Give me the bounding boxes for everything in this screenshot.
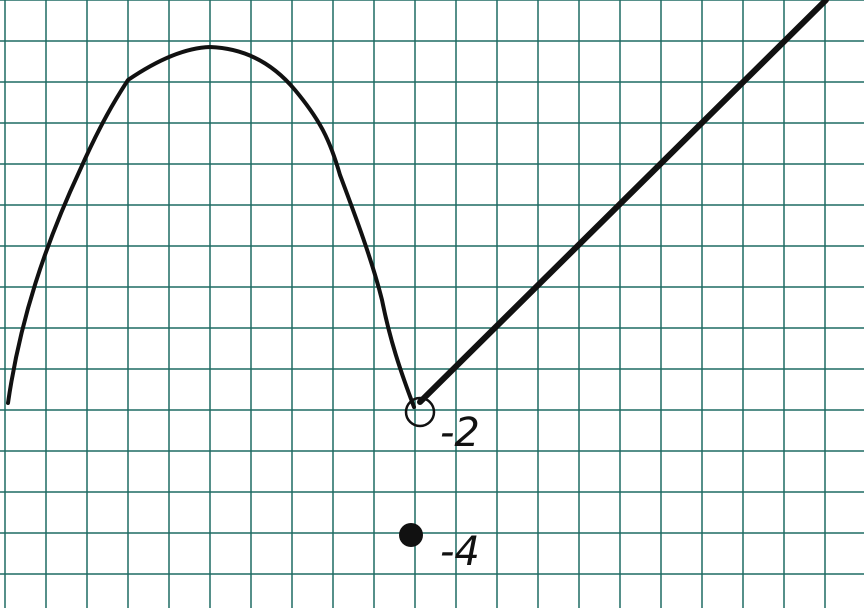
- open-point-label: -2: [440, 410, 480, 456]
- right-line: [417, 0, 829, 405]
- open-point: [404, 396, 436, 428]
- left-curve: [6, 45, 416, 409]
- closed-point-label: -4: [440, 529, 480, 575]
- closed-point: [399, 523, 423, 547]
